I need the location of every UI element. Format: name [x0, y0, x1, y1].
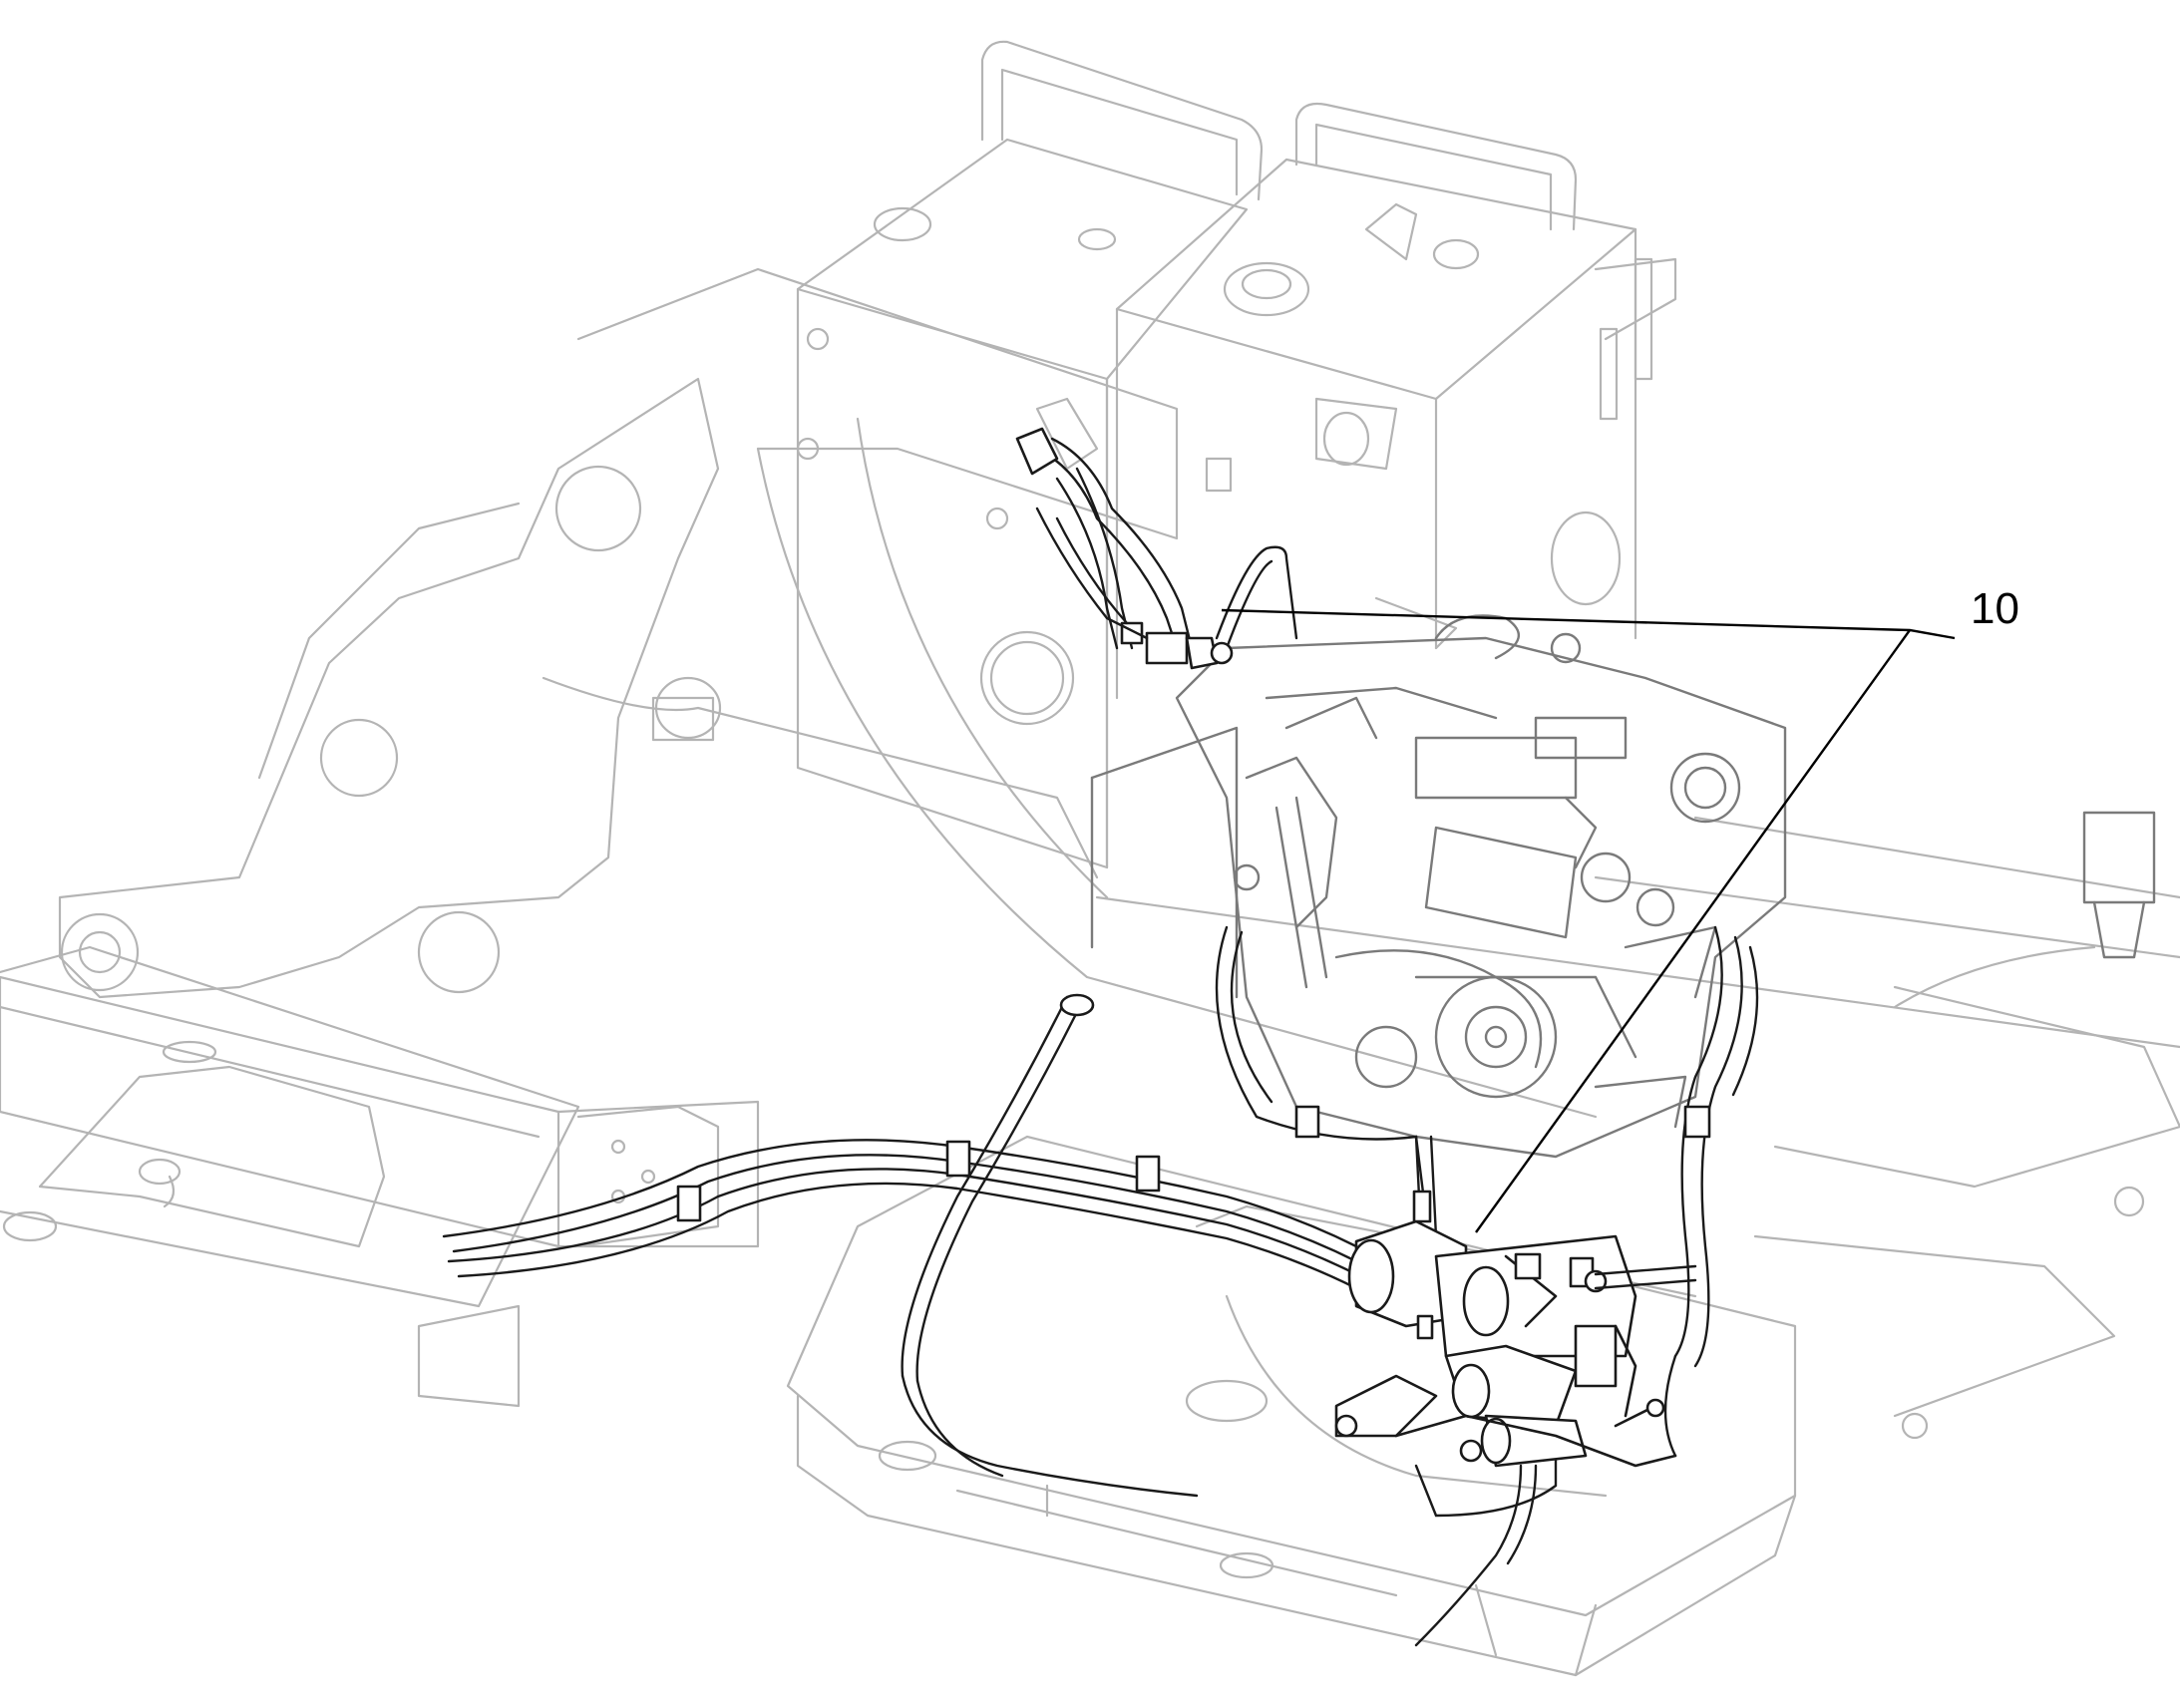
callout-10-label: 10 — [1971, 584, 2019, 633]
callout-10-leader-lower — [1475, 629, 1911, 1233]
callout-10: 10 — [1221, 584, 2019, 1233]
coolant-heater-unit — [1334, 1190, 1697, 1647]
coolant-hoses — [442, 427, 1759, 1518]
tank-block — [796, 40, 1677, 869]
engine-assembly — [1090, 614, 1787, 1159]
callout-10-leader-upper — [1221, 608, 1956, 640]
chassis-frame — [0, 267, 2180, 1677]
